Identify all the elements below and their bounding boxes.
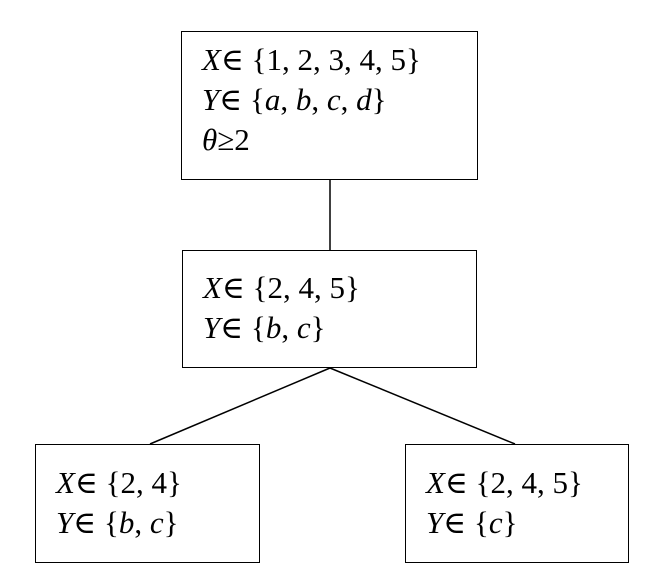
edge-middle-to-right-leaf: [329, 367, 516, 445]
right-leaf-x-domain: X∈ {2, 4, 5}: [426, 465, 583, 500]
root-x-domain: X∈ {1, 2, 3, 4, 5}: [202, 42, 421, 77]
left-leaf-node: X∈ {2, 4} Y∈ {b, c}: [35, 444, 260, 563]
middle-node: X∈ {2, 4, 5} Y∈ {b, c}: [182, 250, 477, 368]
middle-y-domain: Y∈ {b, c}: [203, 310, 326, 345]
edge-middle-to-left-leaf: [149, 367, 331, 445]
left-leaf-x-domain: X∈ {2, 4}: [56, 465, 182, 500]
root-node: X∈ {1, 2, 3, 4, 5} Y∈ {a, b, c, d} θ≥2: [181, 31, 478, 180]
middle-x-domain: X∈ {2, 4, 5}: [203, 270, 360, 305]
right-leaf-node: X∈ {2, 4, 5} Y∈ {c}: [405, 444, 629, 563]
right-leaf-y-domain: Y∈ {c}: [426, 505, 518, 540]
left-leaf-y-domain: Y∈ {b, c}: [56, 505, 179, 540]
root-theta-constraint: θ≥2: [202, 122, 250, 157]
root-y-domain: Y∈ {a, b, c, d}: [202, 82, 387, 117]
